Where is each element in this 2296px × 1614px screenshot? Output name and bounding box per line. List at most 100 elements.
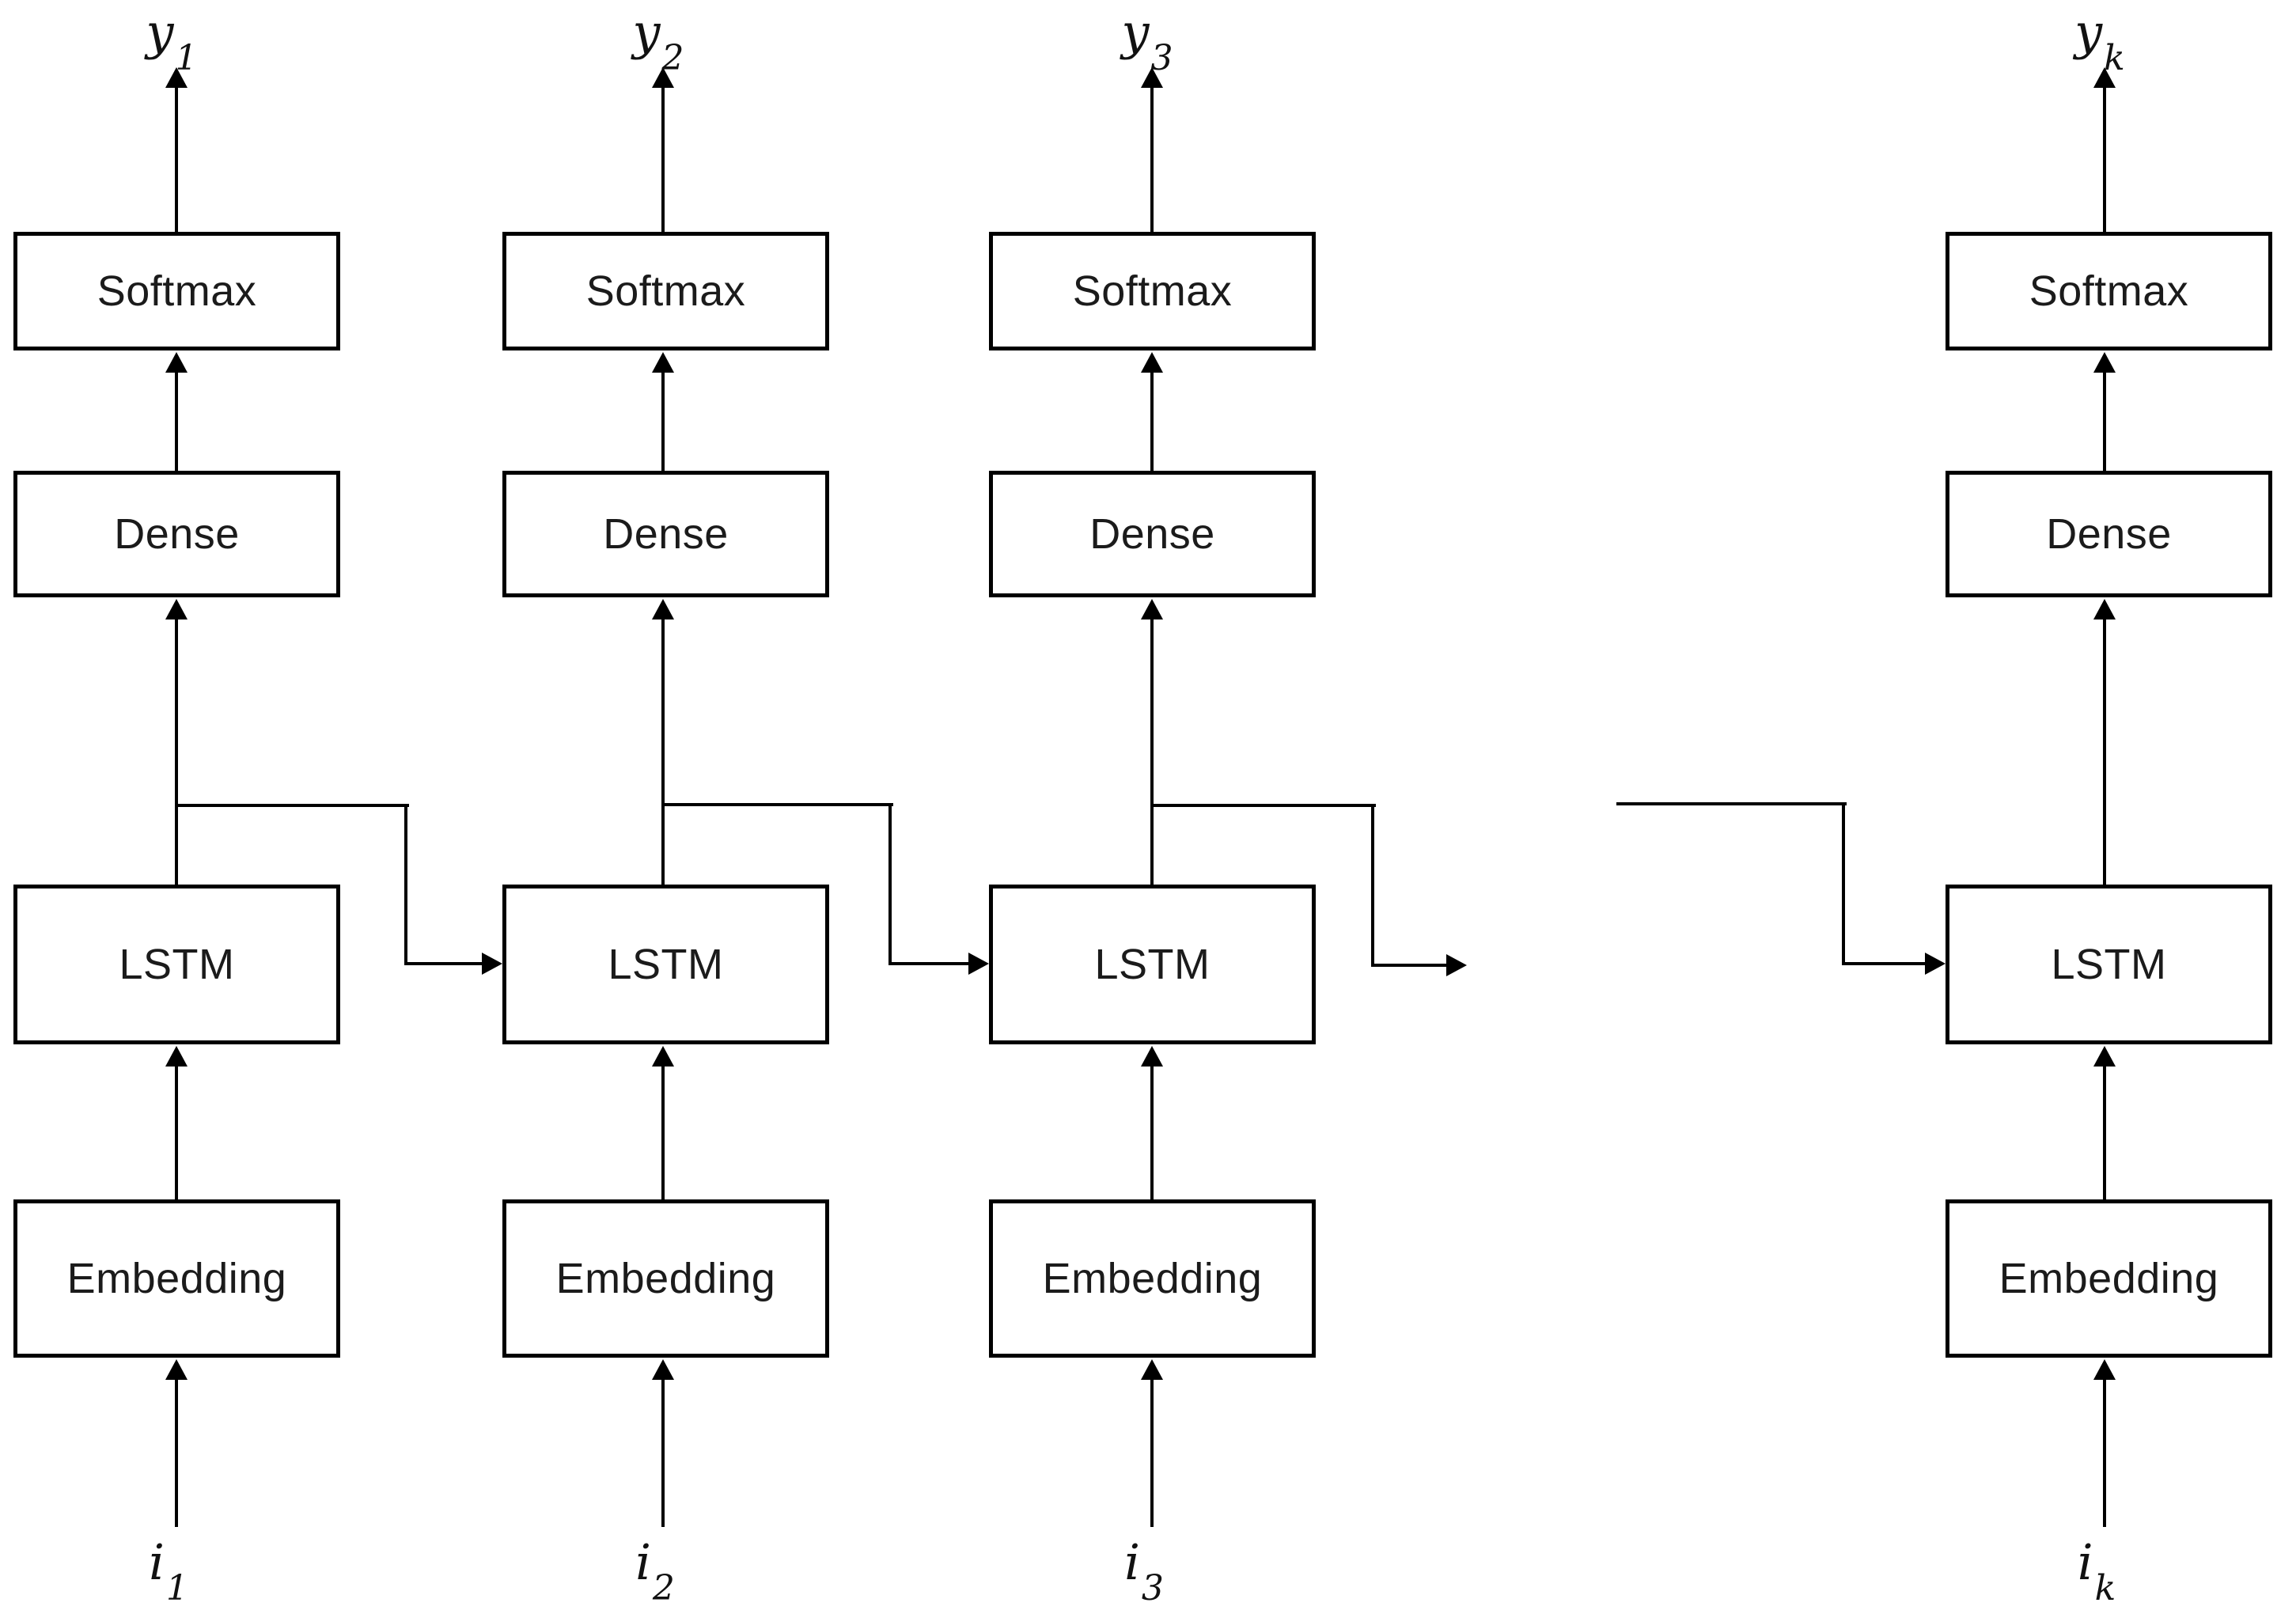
arrow-dense-to-softmax-col2-shaft: [661, 369, 665, 471]
arrow-dense-to-softmax-col4-arrowhead-icon: [2093, 352, 2116, 373]
input-label-subscript: 3: [1141, 1568, 1164, 1608]
embedding-box-col1: Embedding: [13, 1199, 340, 1358]
input-label-variable: i: [149, 1533, 165, 1591]
input-label-subscript: 2: [652, 1568, 675, 1608]
output-label-col4: yk: [2044, 8, 2155, 76]
arrow-input-to-embedding-col1-arrowhead-icon: [165, 1359, 188, 1380]
lstm-box-label: LSTM: [119, 941, 235, 988]
embedding-box-col4: Embedding: [1946, 1199, 2272, 1358]
dense-box-col1: Dense: [13, 471, 340, 597]
embedding-box-label: Embedding: [555, 1255, 776, 1302]
arrow-dense-to-softmax-col2-arrowhead-icon: [652, 352, 674, 373]
arrow-embedding-to-lstm-col3-shaft: [1150, 1063, 1154, 1199]
arrow-embedding-to-lstm-col4-shaft: [2103, 1063, 2106, 1199]
input-label-col2: i2: [600, 1538, 710, 1606]
output-label-subscript: 1: [175, 38, 198, 78]
recurrent-link-2-bottom-segment: [888, 962, 970, 965]
softmax-box-col1: Softmax: [13, 232, 340, 350]
dense-box-label: Dense: [114, 510, 240, 558]
arrow-lstm-to-dense-col3-shaft: [1150, 616, 1154, 885]
recurrent-link-3-arrowhead-icon: [1446, 954, 1467, 976]
output-label-variable: y: [1121, 3, 1150, 61]
arrow-lstm-to-dense-col1-arrowhead-icon: [165, 599, 188, 619]
softmax-box-col2: Softmax: [502, 232, 829, 350]
softmax-box-label: Softmax: [585, 267, 746, 315]
arrow-softmax-to-output-col2-arrowhead-icon: [652, 67, 674, 88]
recurrent-link-4-vertical-segment: [1842, 802, 1845, 965]
recurrent-link-1-arrowhead-icon: [482, 953, 502, 975]
output-label-col3: y3: [1092, 8, 1203, 76]
input-label-variable: i: [1124, 1533, 1140, 1591]
arrow-input-to-embedding-col4-shaft: [2103, 1377, 2106, 1527]
softmax-box-col3: Softmax: [989, 232, 1316, 350]
arrow-lstm-to-dense-col1-shaft: [175, 616, 178, 885]
softmax-box-label: Softmax: [2029, 267, 2189, 315]
recurrent-link-1-bottom-segment: [404, 962, 483, 965]
recurrent-link-2-vertical-segment: [888, 803, 892, 965]
output-label-variable: y: [146, 3, 174, 61]
lstm-box-col2: LSTM: [502, 885, 829, 1044]
arrow-dense-to-softmax-col3-shaft: [1150, 369, 1154, 471]
dense-box-label: Dense: [1089, 510, 1215, 558]
arrow-lstm-to-dense-col4-arrowhead-icon: [2093, 599, 2116, 619]
lstm-box-col1: LSTM: [13, 885, 340, 1044]
recurrent-link-2-top-segment: [663, 803, 893, 806]
arrow-softmax-to-output-col4-arrowhead-icon: [2093, 67, 2116, 88]
embedding-box-label: Embedding: [66, 1255, 287, 1302]
arrow-lstm-to-dense-col3-arrowhead-icon: [1141, 599, 1163, 619]
output-label-subscript: 3: [1150, 38, 1173, 78]
softmax-box-col4: Softmax: [1946, 232, 2272, 350]
recurrent-link-1-top-segment: [176, 804, 409, 807]
embedding-box-col2: Embedding: [502, 1199, 829, 1358]
lstm-box-label: LSTM: [1094, 941, 1211, 988]
arrow-embedding-to-lstm-col2-shaft: [661, 1063, 665, 1199]
lstm-box-col4: LSTM: [1946, 885, 2272, 1044]
input-label-col4: ik: [2041, 1538, 2152, 1606]
arrow-embedding-to-lstm-col1-arrowhead-icon: [165, 1046, 188, 1067]
softmax-box-label: Softmax: [1072, 267, 1233, 315]
input-label-subscript: 1: [165, 1568, 188, 1608]
arrow-input-to-embedding-col1-shaft: [175, 1377, 178, 1527]
arrow-input-to-embedding-col2-shaft: [661, 1377, 665, 1527]
softmax-box-label: Softmax: [97, 267, 257, 315]
arrow-input-to-embedding-col4-arrowhead-icon: [2093, 1359, 2116, 1380]
dense-box-col4: Dense: [1946, 471, 2272, 597]
arrow-input-to-embedding-col3-arrowhead-icon: [1141, 1359, 1163, 1380]
arrow-softmax-to-output-col3-shaft: [1150, 85, 1154, 232]
embedding-box-label: Embedding: [1042, 1255, 1263, 1302]
dense-box-col2: Dense: [502, 471, 829, 597]
recurrent-link-3-top-segment: [1152, 804, 1376, 807]
arrow-softmax-to-output-col4-shaft: [2103, 85, 2106, 232]
dense-box-label: Dense: [603, 510, 729, 558]
arrow-embedding-to-lstm-col4-arrowhead-icon: [2093, 1046, 2116, 1067]
arrow-lstm-to-dense-col2-arrowhead-icon: [652, 599, 674, 619]
output-label-variable: y: [2074, 3, 2103, 61]
arrow-dense-to-softmax-col3-arrowhead-icon: [1141, 352, 1163, 373]
output-label-subscript: 2: [661, 38, 684, 78]
arrow-dense-to-softmax-col1-arrowhead-icon: [165, 352, 188, 373]
embedding-box-label: Embedding: [1999, 1255, 2219, 1302]
arrow-embedding-to-lstm-col3-arrowhead-icon: [1141, 1046, 1163, 1067]
lstm-box-col3: LSTM: [989, 885, 1316, 1044]
arrow-softmax-to-output-col1-shaft: [175, 85, 178, 232]
input-label-subscript: k: [2094, 1568, 2116, 1608]
lstm-box-label: LSTM: [608, 941, 724, 988]
recurrent-link-2-arrowhead-icon: [968, 953, 989, 975]
dense-box-label: Dense: [2046, 510, 2172, 558]
arrow-softmax-to-output-col1-arrowhead-icon: [165, 67, 188, 88]
arrow-embedding-to-lstm-col1-shaft: [175, 1063, 178, 1199]
recurrent-link-4-arrowhead-icon: [1925, 953, 1946, 975]
arrow-input-to-embedding-col3-shaft: [1150, 1377, 1154, 1527]
arrow-dense-to-softmax-col1-shaft: [175, 369, 178, 471]
lstm-box-label: LSTM: [2051, 941, 2167, 988]
recurrent-link-1-vertical-segment: [404, 804, 407, 965]
input-label-col1: i1: [113, 1538, 224, 1606]
arrow-lstm-to-dense-col4-shaft: [2103, 616, 2106, 885]
recurrent-link-4-top-segment: [1616, 802, 1847, 805]
arrow-lstm-to-dense-col2-shaft: [661, 616, 665, 885]
embedding-box-col3: Embedding: [989, 1199, 1316, 1358]
recurrent-link-3-bottom-segment: [1371, 964, 1448, 967]
output-label-variable: y: [632, 3, 661, 61]
arrow-softmax-to-output-col3-arrowhead-icon: [1141, 67, 1163, 88]
